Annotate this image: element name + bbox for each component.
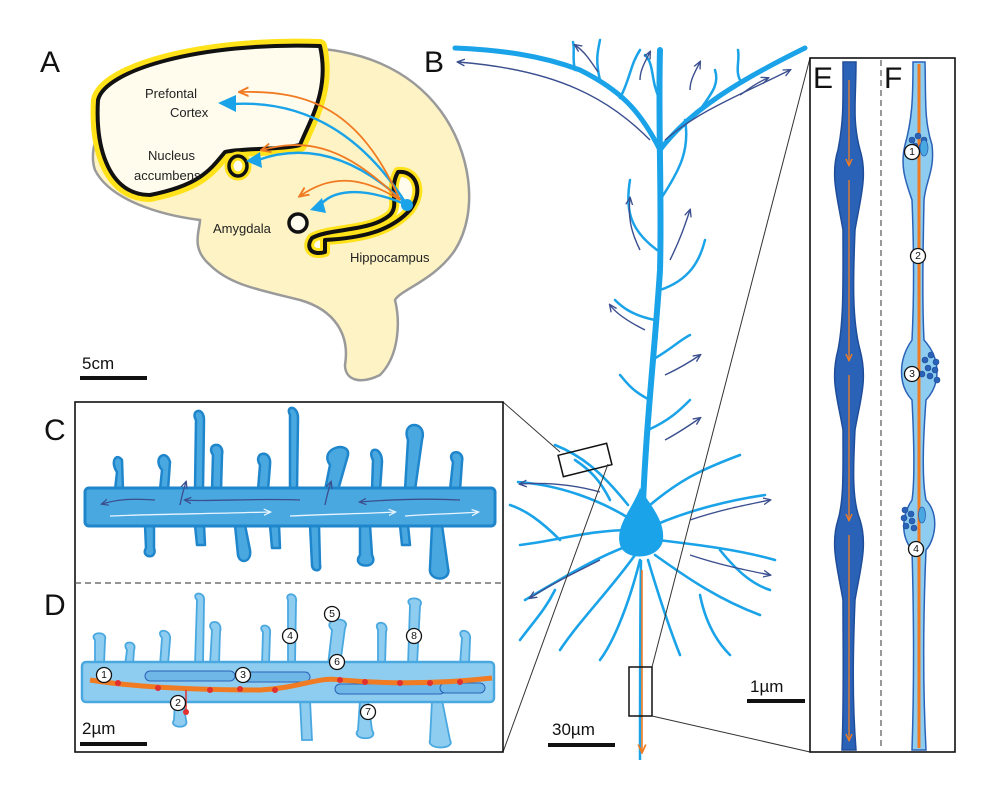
panel-letter-b: B xyxy=(424,46,444,79)
panel-letter-d: D xyxy=(44,589,66,622)
label-nucleus-1: Nucleus xyxy=(148,148,195,163)
spines-c xyxy=(112,406,464,580)
panel-b-neuron: 30µm xyxy=(452,38,808,761)
vesicles-d xyxy=(115,677,463,715)
er-tubules xyxy=(144,670,486,695)
dendrite-shaft-c xyxy=(83,486,497,528)
scale-label-brain: 5cm xyxy=(82,354,114,373)
marker-d-8: 8 xyxy=(411,630,417,642)
marker-d-3: 3 xyxy=(240,669,246,681)
panel-letter-e: E xyxy=(813,62,833,95)
panel-f-axon: 1 2 3 4 xyxy=(900,61,941,751)
label-nucleus-2: accumbens xyxy=(134,168,201,183)
terminal-nucleus xyxy=(246,152,262,168)
scale-label-dendrite: 2µm xyxy=(82,719,115,738)
markers-d: 1 2 3 4 5 6 7 8 xyxy=(95,605,423,721)
panel-letter-a: A xyxy=(40,46,60,79)
amygdala-region xyxy=(287,212,309,234)
axon xyxy=(638,559,643,761)
panel-d-dendrite: 1 2 3 4 5 6 7 8 2µm xyxy=(80,592,496,749)
terminal-amygdala xyxy=(310,198,326,213)
marker-d-2: 2 xyxy=(175,697,181,709)
hippocampus-soma xyxy=(401,199,413,211)
markers-f: 1 2 3 4 xyxy=(903,143,927,558)
signal-arrows-c-navy xyxy=(102,482,461,505)
marker-d-4: 4 xyxy=(287,630,293,642)
zoom-guides xyxy=(502,57,811,753)
spines-d xyxy=(92,592,471,749)
signal-arrows-c-white xyxy=(109,512,478,517)
panel-letter-c: C xyxy=(44,414,66,447)
apical-dendrite xyxy=(452,38,808,533)
panel-letter-f: F xyxy=(884,62,902,95)
label-prefrontal-1: Prefontal xyxy=(145,86,197,101)
marker-f-3: 3 xyxy=(909,368,915,380)
label-prefrontal-2: Cortex xyxy=(170,105,209,120)
label-amygdala: Amygdala xyxy=(213,221,272,236)
terminal-prefrontal xyxy=(218,95,236,112)
marker-d-6: 6 xyxy=(334,656,340,668)
panel-c-dendrite xyxy=(83,406,497,580)
axon-bundle-orange xyxy=(89,675,493,693)
marker-f-2: 2 xyxy=(915,250,921,262)
marker-d-5: 5 xyxy=(329,608,335,620)
scale-label-neuron: 30µm xyxy=(552,720,595,739)
marker-f-1: 1 xyxy=(909,146,915,158)
panel-e-axon xyxy=(833,61,865,751)
orange-projections xyxy=(240,92,401,201)
propagation-arrows xyxy=(458,45,790,598)
marker-d-1: 1 xyxy=(101,669,107,681)
panel-a-brain: Prefontal Cortex Nucleus accumbens Amygd… xyxy=(80,38,471,382)
neuron-soma xyxy=(619,488,664,557)
mitochondria-f xyxy=(918,139,929,524)
label-hippocampus: Hippocampus xyxy=(350,250,430,265)
scale-label-axon: 1µm xyxy=(750,677,783,696)
zoom-box-axon xyxy=(628,666,653,717)
marker-d-7: 7 xyxy=(365,706,371,718)
zoom-box-dendrite xyxy=(557,442,613,478)
panel-ef-frame xyxy=(809,57,956,753)
marker-f-4: 4 xyxy=(913,543,919,555)
prefrontal-outline xyxy=(95,43,325,197)
